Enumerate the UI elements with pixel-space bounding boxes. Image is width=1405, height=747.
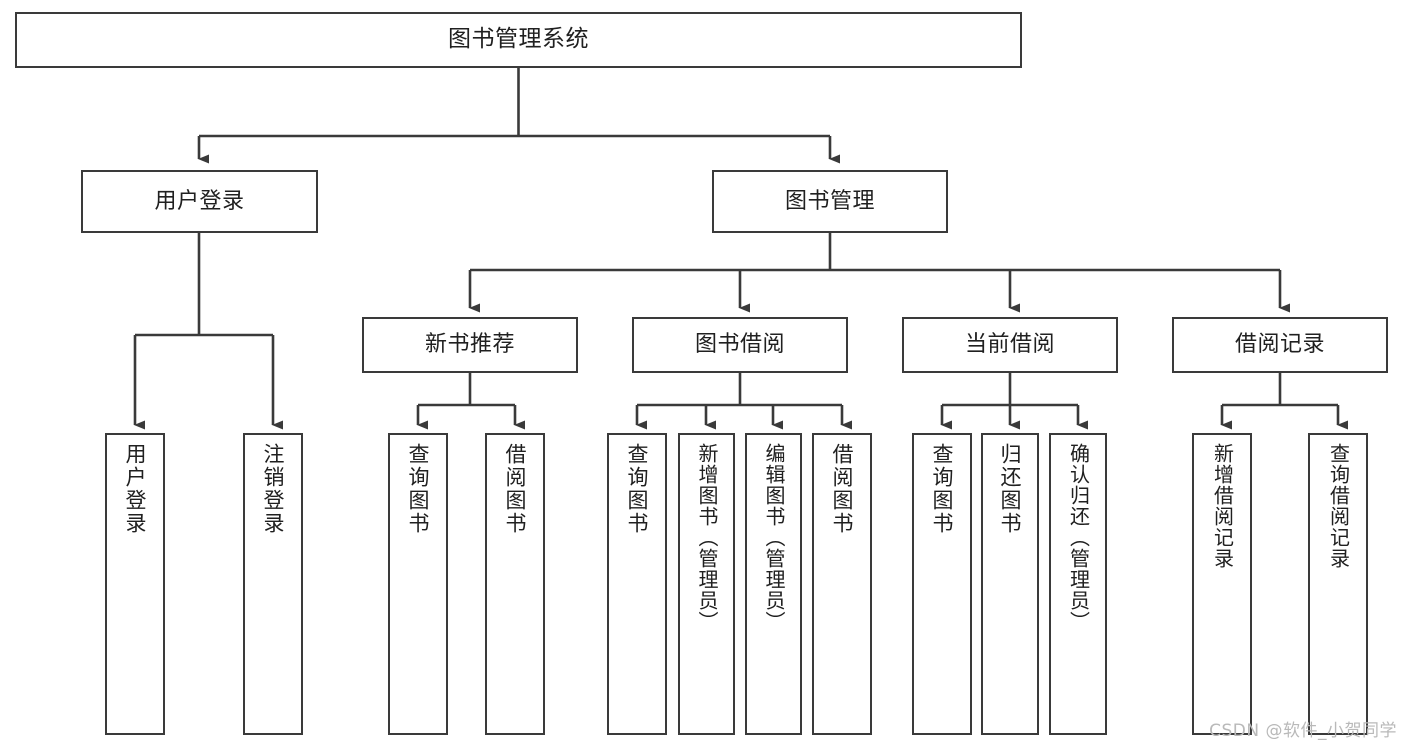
node-label: 新增借阅记录: [1210, 443, 1235, 569]
node-current-borrow[interactable]: 当前借阅: [902, 317, 1118, 373]
leaf-add-borrow-record[interactable]: 新增借阅记录: [1192, 433, 1252, 735]
node-label: 查询图书: [625, 443, 650, 535]
leaf-logout-login[interactable]: 注销登录: [243, 433, 303, 735]
node-label: 归还图书: [998, 443, 1023, 535]
leaf-add-book-admin[interactable]: 新增图书（管理员）: [678, 433, 735, 735]
leaf-query-borrow-record[interactable]: 查询借阅记录: [1308, 433, 1368, 735]
node-label: 图书管理: [784, 188, 875, 214]
csdn-watermark: CSDN @软件_小贺同学: [1209, 721, 1397, 741]
node-label: 查询图书: [406, 443, 431, 535]
leaf-user-login[interactable]: 用户登录: [105, 433, 165, 735]
node-label: 借阅图书: [503, 443, 528, 535]
node-label: 当前借阅: [964, 332, 1055, 358]
node-book-borrow[interactable]: 图书借阅: [632, 317, 848, 373]
node-label: 图书管理系统: [448, 26, 589, 53]
node-label: 新书推荐: [424, 332, 515, 358]
node-label: 确认归还（管理员）: [1066, 443, 1091, 632]
node-new-book-recommendation[interactable]: 新书推荐: [362, 317, 578, 373]
leaf-query-book-current[interactable]: 查询图书: [912, 433, 972, 735]
node-book-manage[interactable]: 图书管理: [712, 170, 948, 233]
leaf-borrow-book-borrow[interactable]: 借阅图书: [812, 433, 872, 735]
leaf-borrow-book-new-rec[interactable]: 借阅图书: [485, 433, 545, 735]
node-user-login[interactable]: 用户登录: [81, 170, 318, 233]
node-label: 用户登录: [123, 443, 148, 535]
node-label: 用户登录: [154, 188, 245, 214]
node-root-book-management-system[interactable]: 图书管理系统: [15, 12, 1022, 68]
node-label: 借阅图书: [830, 443, 855, 535]
node-label: 借阅记录: [1234, 332, 1325, 358]
node-label: 查询图书: [930, 443, 955, 535]
leaf-confirm-return-admin[interactable]: 确认归还（管理员）: [1049, 433, 1107, 735]
node-label: 查询借阅记录: [1326, 443, 1351, 569]
node-borrow-record[interactable]: 借阅记录: [1172, 317, 1388, 373]
node-label: 注销登录: [261, 443, 286, 535]
leaf-query-book-new-rec[interactable]: 查询图书: [388, 433, 448, 735]
node-label: 编辑图书（管理员）: [762, 443, 786, 632]
leaf-return-book[interactable]: 归还图书: [981, 433, 1039, 735]
node-label: 新增图书（管理员）: [695, 443, 719, 632]
node-label: 图书借阅: [694, 332, 785, 358]
leaf-query-book-borrow[interactable]: 查询图书: [607, 433, 667, 735]
leaf-edit-book-admin[interactable]: 编辑图书（管理员）: [745, 433, 802, 735]
